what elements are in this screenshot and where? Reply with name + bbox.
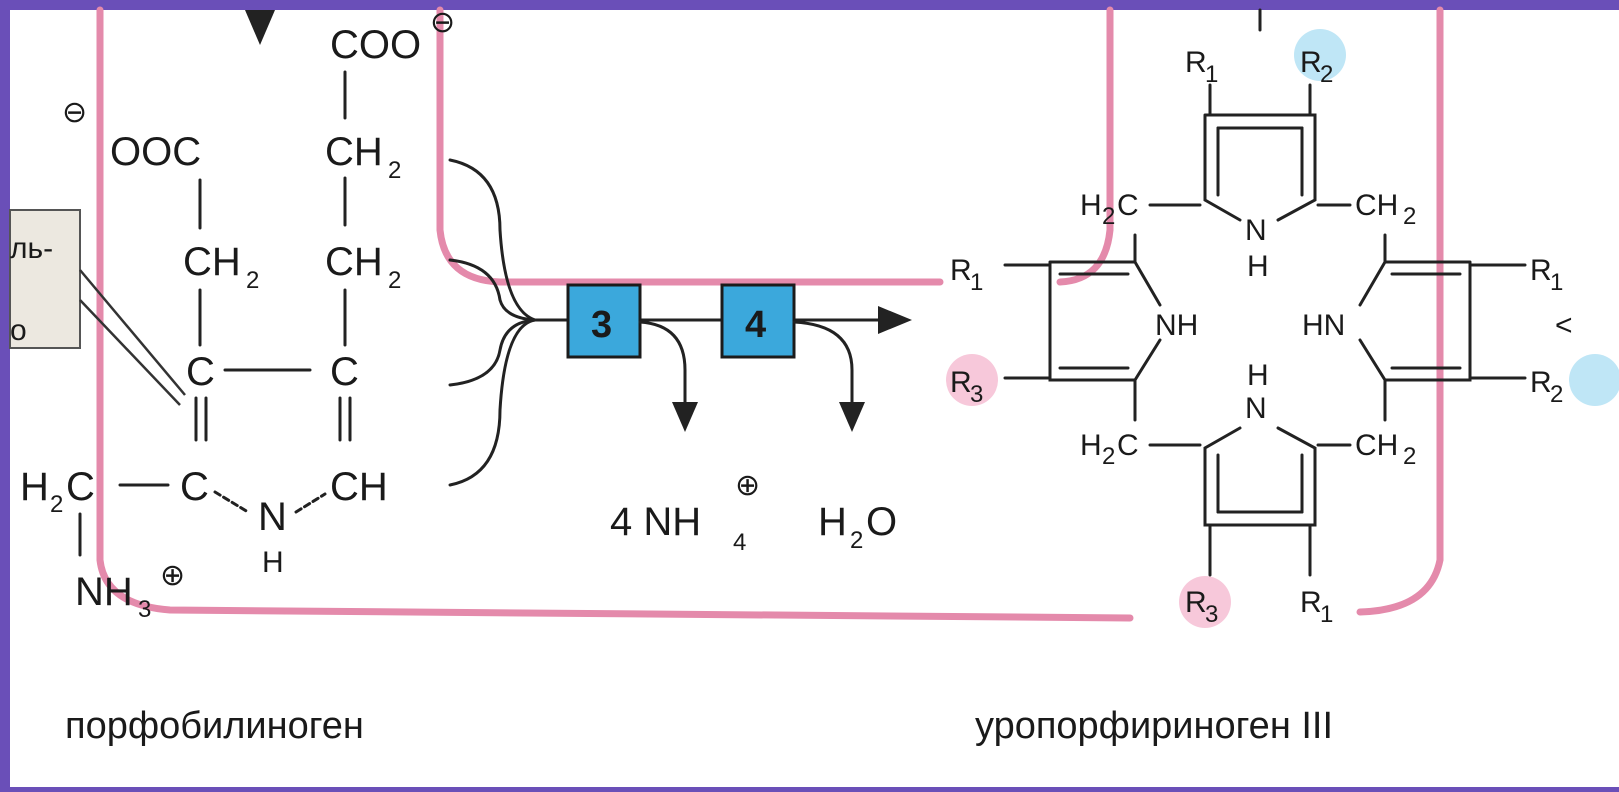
uroporphyrinogen-structure: R 1 R 2 N H H 2 C CH 2 R 1 R 3 NH [950, 8, 1573, 628]
svg-text:1: 1 [1205, 61, 1218, 88]
enzyme-3-label: 3 [591, 304, 612, 346]
n-ring: N [258, 495, 287, 539]
h-on-n: H [262, 546, 284, 579]
r3-bottom: R [1185, 586, 1207, 619]
svg-text:C: C [66, 465, 95, 509]
arrow-down-icon [839, 402, 865, 432]
ch2-top-right: CH [1355, 189, 1398, 222]
r2-right: R [1530, 366, 1552, 399]
r1-left: R [950, 254, 972, 287]
svg-text:1: 1 [970, 269, 983, 296]
n-top: N [1245, 214, 1267, 247]
svg-text:2: 2 [1403, 443, 1416, 470]
ch2-upper-right: CH [325, 130, 383, 174]
svg-text:1: 1 [1320, 601, 1333, 628]
ch2-left: CH [183, 240, 241, 284]
uroporphyrinogen-caption: уропорфириноген III [975, 705, 1333, 747]
ammonium-product: 4 NH [610, 500, 701, 544]
pink-pathway-frame [96, 6, 1444, 622]
porphobilinogen-structure: COO ⊖ CH 2 CH 2 ⊖ OOC CH 2 C C H 2 C C N [9, 6, 455, 623]
highlight-r3-left [946, 354, 998, 406]
porphobilinogen-caption: порфобилиноген [65, 705, 364, 747]
coo-charge: ⊖ [430, 6, 455, 39]
nh-left: NH [1155, 309, 1198, 342]
svg-text:1: 1 [1550, 269, 1563, 296]
svg-text:O: O [866, 500, 897, 544]
svg-text:2: 2 [388, 267, 401, 294]
svg-text:2: 2 [1320, 61, 1333, 88]
h2c-bottom-left: H [1080, 429, 1102, 462]
content-panel [10, 10, 1619, 787]
arrow-right-icon [878, 306, 912, 334]
svg-text:2: 2 [1102, 443, 1115, 470]
svg-text:3: 3 [970, 381, 983, 408]
ooc-group: OOC [110, 130, 201, 174]
svg-text:2: 2 [1550, 381, 1563, 408]
enzyme-4-label: 4 [745, 304, 766, 346]
highlight-r2-top [1294, 29, 1346, 81]
svg-text:2: 2 [50, 491, 63, 518]
r1-bottom: R [1300, 586, 1322, 619]
ch2-middle-right: CH [325, 240, 383, 284]
highlight-r2-right [1569, 354, 1619, 406]
r1-top: R [1185, 46, 1207, 79]
r1-right: R [1530, 254, 1552, 287]
svg-text:2: 2 [1102, 203, 1115, 230]
svg-text:2: 2 [1403, 203, 1416, 230]
ooc-charge: ⊖ [62, 96, 87, 129]
svg-text:2: 2 [246, 267, 259, 294]
ammonium-charge: ⊕ [735, 469, 760, 502]
svg-text:4: 4 [733, 529, 746, 556]
svg-text:3: 3 [138, 596, 151, 623]
c-right: C [330, 350, 359, 394]
svg-text:C: C [1117, 189, 1139, 222]
callout-text-2: о [10, 314, 27, 347]
r2-top: R [1300, 46, 1322, 79]
h2c-group: H [20, 465, 49, 509]
callout-text-1: ль- [10, 232, 53, 265]
ch2-bottom-right: CH [1355, 429, 1398, 462]
svg-text:2: 2 [388, 157, 401, 184]
highlight-r3-bottom [1179, 576, 1231, 628]
nh3-charge: ⊕ [160, 559, 185, 592]
svg-text:2: 2 [850, 527, 863, 554]
water-product: H [818, 500, 847, 544]
ch-ring: CH [330, 465, 388, 509]
callout-box [9, 209, 81, 349]
svg-text:3: 3 [1205, 601, 1218, 628]
svg-text:C: C [1117, 429, 1139, 462]
coo-group: COO [330, 23, 421, 67]
nh3-group: NH [75, 570, 133, 614]
hn-right: HN [1302, 309, 1345, 342]
h-bottom: H [1247, 359, 1269, 392]
arrow-down-icon [245, 10, 275, 45]
h2c-top-left: H [1080, 189, 1102, 222]
c-left: C [186, 350, 215, 394]
r3-left: R [950, 366, 972, 399]
arrow-down-icon [672, 402, 698, 432]
c-ring: C [180, 465, 209, 509]
reaction-arrow-group: 3 4 4 NH 4 ⊕ H 2 O [448, 158, 912, 556]
n-bottom: N [1245, 392, 1267, 425]
partial-arrow-right: < [1555, 309, 1573, 342]
h-top: H [1247, 250, 1269, 283]
